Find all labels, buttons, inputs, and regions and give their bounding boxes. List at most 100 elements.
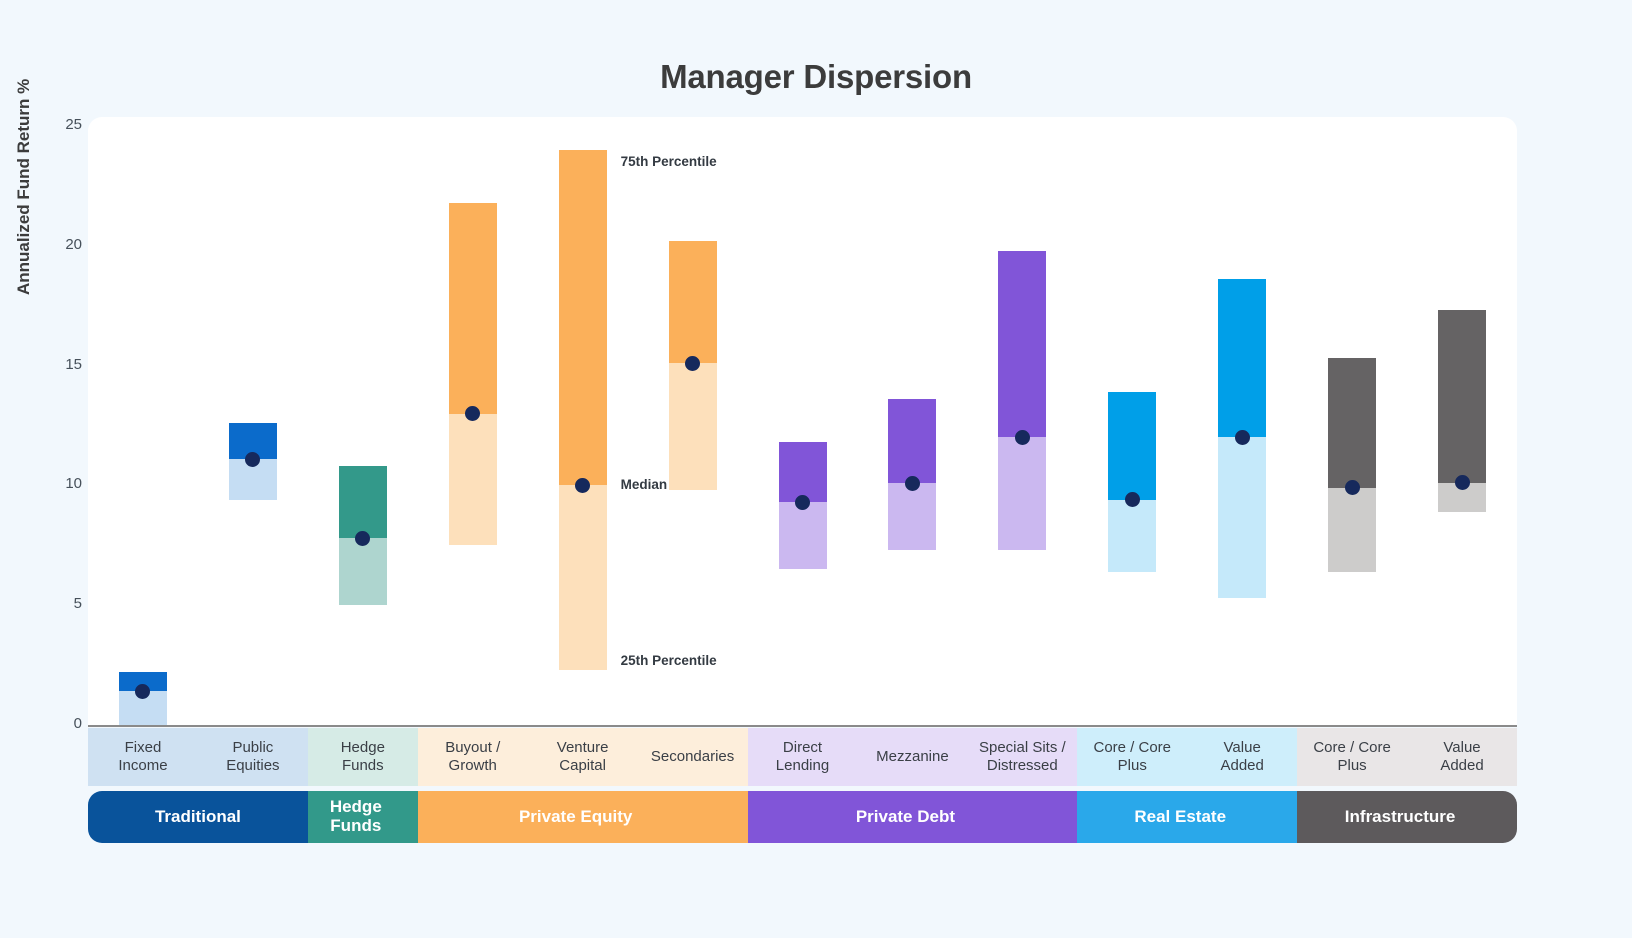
median-marker bbox=[1014, 429, 1030, 445]
x-axis-line bbox=[88, 725, 1517, 727]
dispersion-bar[interactable] bbox=[1218, 279, 1267, 598]
bar-lower-quartile-segment bbox=[668, 363, 717, 491]
bar-upper-quartile-segment bbox=[1328, 358, 1377, 488]
dispersion-bar[interactable] bbox=[1108, 391, 1157, 572]
y-tick-20: 20 bbox=[65, 235, 82, 253]
dispersion-bar[interactable] bbox=[338, 466, 387, 606]
subcategory-secondaries[interactable]: Secondaries bbox=[637, 728, 748, 786]
dispersion-bar[interactable] bbox=[1438, 310, 1487, 512]
bar-upper-quartile-segment bbox=[1108, 391, 1157, 500]
bar-lower-quartile-segment bbox=[998, 437, 1047, 551]
bar-lower-quartile-segment bbox=[888, 483, 937, 551]
p25-annotation: 25th Percentile bbox=[620, 652, 717, 668]
bar-lower-quartile-segment bbox=[338, 538, 387, 606]
dispersion-bar[interactable] bbox=[668, 241, 717, 491]
median-marker bbox=[575, 477, 591, 493]
dispersion-bar[interactable] bbox=[1328, 358, 1377, 572]
group-band-real-estate[interactable]: Real Estate bbox=[1063, 791, 1298, 843]
subcategory-special-sits-distressed[interactable]: Special Sits /Distressed bbox=[967, 728, 1078, 786]
group-band-private-equity[interactable]: Private Equity bbox=[403, 791, 748, 843]
bar-lower-quartile-segment bbox=[1218, 437, 1267, 598]
bar-upper-quartile-segment bbox=[668, 241, 717, 364]
median-marker bbox=[1124, 492, 1140, 508]
dispersion-bar[interactable] bbox=[998, 250, 1047, 551]
bar-upper-quartile-segment bbox=[1438, 310, 1487, 483]
page-title: Manager Dispersion bbox=[660, 58, 972, 95]
y-tick-0: 0 bbox=[73, 715, 82, 732]
median-marker bbox=[245, 451, 261, 467]
median-marker bbox=[135, 683, 151, 699]
bar-lower-quartile-segment bbox=[558, 485, 607, 670]
subcategory-label: Special Sits /Distressed bbox=[978, 738, 1066, 774]
subcategory-label: Secondaries bbox=[650, 747, 735, 765]
bar-lower-quartile-segment bbox=[448, 413, 497, 546]
group-band-label: Private Equity bbox=[518, 806, 633, 826]
bar-lower-quartile-segment bbox=[1328, 487, 1377, 572]
median-marker bbox=[904, 475, 920, 491]
median-marker bbox=[355, 530, 371, 546]
y-tick-25: 25 bbox=[65, 116, 82, 133]
dispersion-bar[interactable] bbox=[118, 672, 167, 725]
median-marker bbox=[795, 494, 810, 510]
group-band-label: Infrastructure bbox=[1344, 806, 1456, 826]
bar-upper-quartile-segment bbox=[1218, 279, 1267, 438]
dispersion-bar[interactable] bbox=[778, 442, 827, 570]
group-band-private-debt[interactable]: Private Debt bbox=[733, 791, 1078, 843]
median-annotation: Median bbox=[620, 477, 668, 493]
p75-annotation: 75th Percentile bbox=[620, 153, 717, 169]
bar-upper-quartile-segment bbox=[338, 466, 387, 539]
y-tick-5: 5 bbox=[73, 595, 82, 613]
bar-upper-quartile-segment bbox=[118, 672, 167, 692]
group-band-label: Traditional bbox=[154, 806, 241, 826]
bar-lower-quartile-segment bbox=[778, 502, 827, 570]
dispersion-bar[interactable] bbox=[888, 399, 937, 551]
group-band-traditional[interactable]: Traditional bbox=[88, 791, 308, 843]
subcategory-label: Mezzanine bbox=[876, 747, 949, 765]
bar-upper-quartile-segment bbox=[778, 442, 827, 503]
dispersion-bar[interactable] bbox=[448, 202, 497, 546]
median-marker bbox=[685, 355, 701, 371]
bar-upper-quartile-segment bbox=[998, 250, 1047, 438]
y-tick-10: 10 bbox=[65, 475, 82, 493]
group-band-infrastructure[interactable]: Infrastructure bbox=[1283, 791, 1517, 843]
dispersion-bar[interactable] bbox=[558, 149, 607, 670]
subcategory-buyout-growth[interactable]: Buyout /Growth bbox=[417, 728, 528, 786]
median-marker bbox=[465, 406, 481, 422]
median-marker bbox=[1234, 429, 1250, 445]
bar-lower-quartile-segment bbox=[1108, 499, 1157, 572]
plot-surface bbox=[88, 117, 1517, 726]
subcategory-label: Buyout /Growth bbox=[445, 738, 501, 774]
dispersion-bar[interactable] bbox=[228, 423, 277, 500]
median-marker bbox=[1344, 480, 1360, 496]
bar-upper-quartile-segment bbox=[448, 202, 497, 414]
subcategory-mezzanine[interactable]: Mezzanine bbox=[857, 728, 968, 786]
bar-upper-quartile-segment bbox=[888, 399, 937, 483]
bar-upper-quartile-segment bbox=[558, 149, 607, 486]
group-band-label: Private Debt bbox=[855, 806, 956, 826]
group-band-label: Real Estate bbox=[1134, 806, 1227, 826]
